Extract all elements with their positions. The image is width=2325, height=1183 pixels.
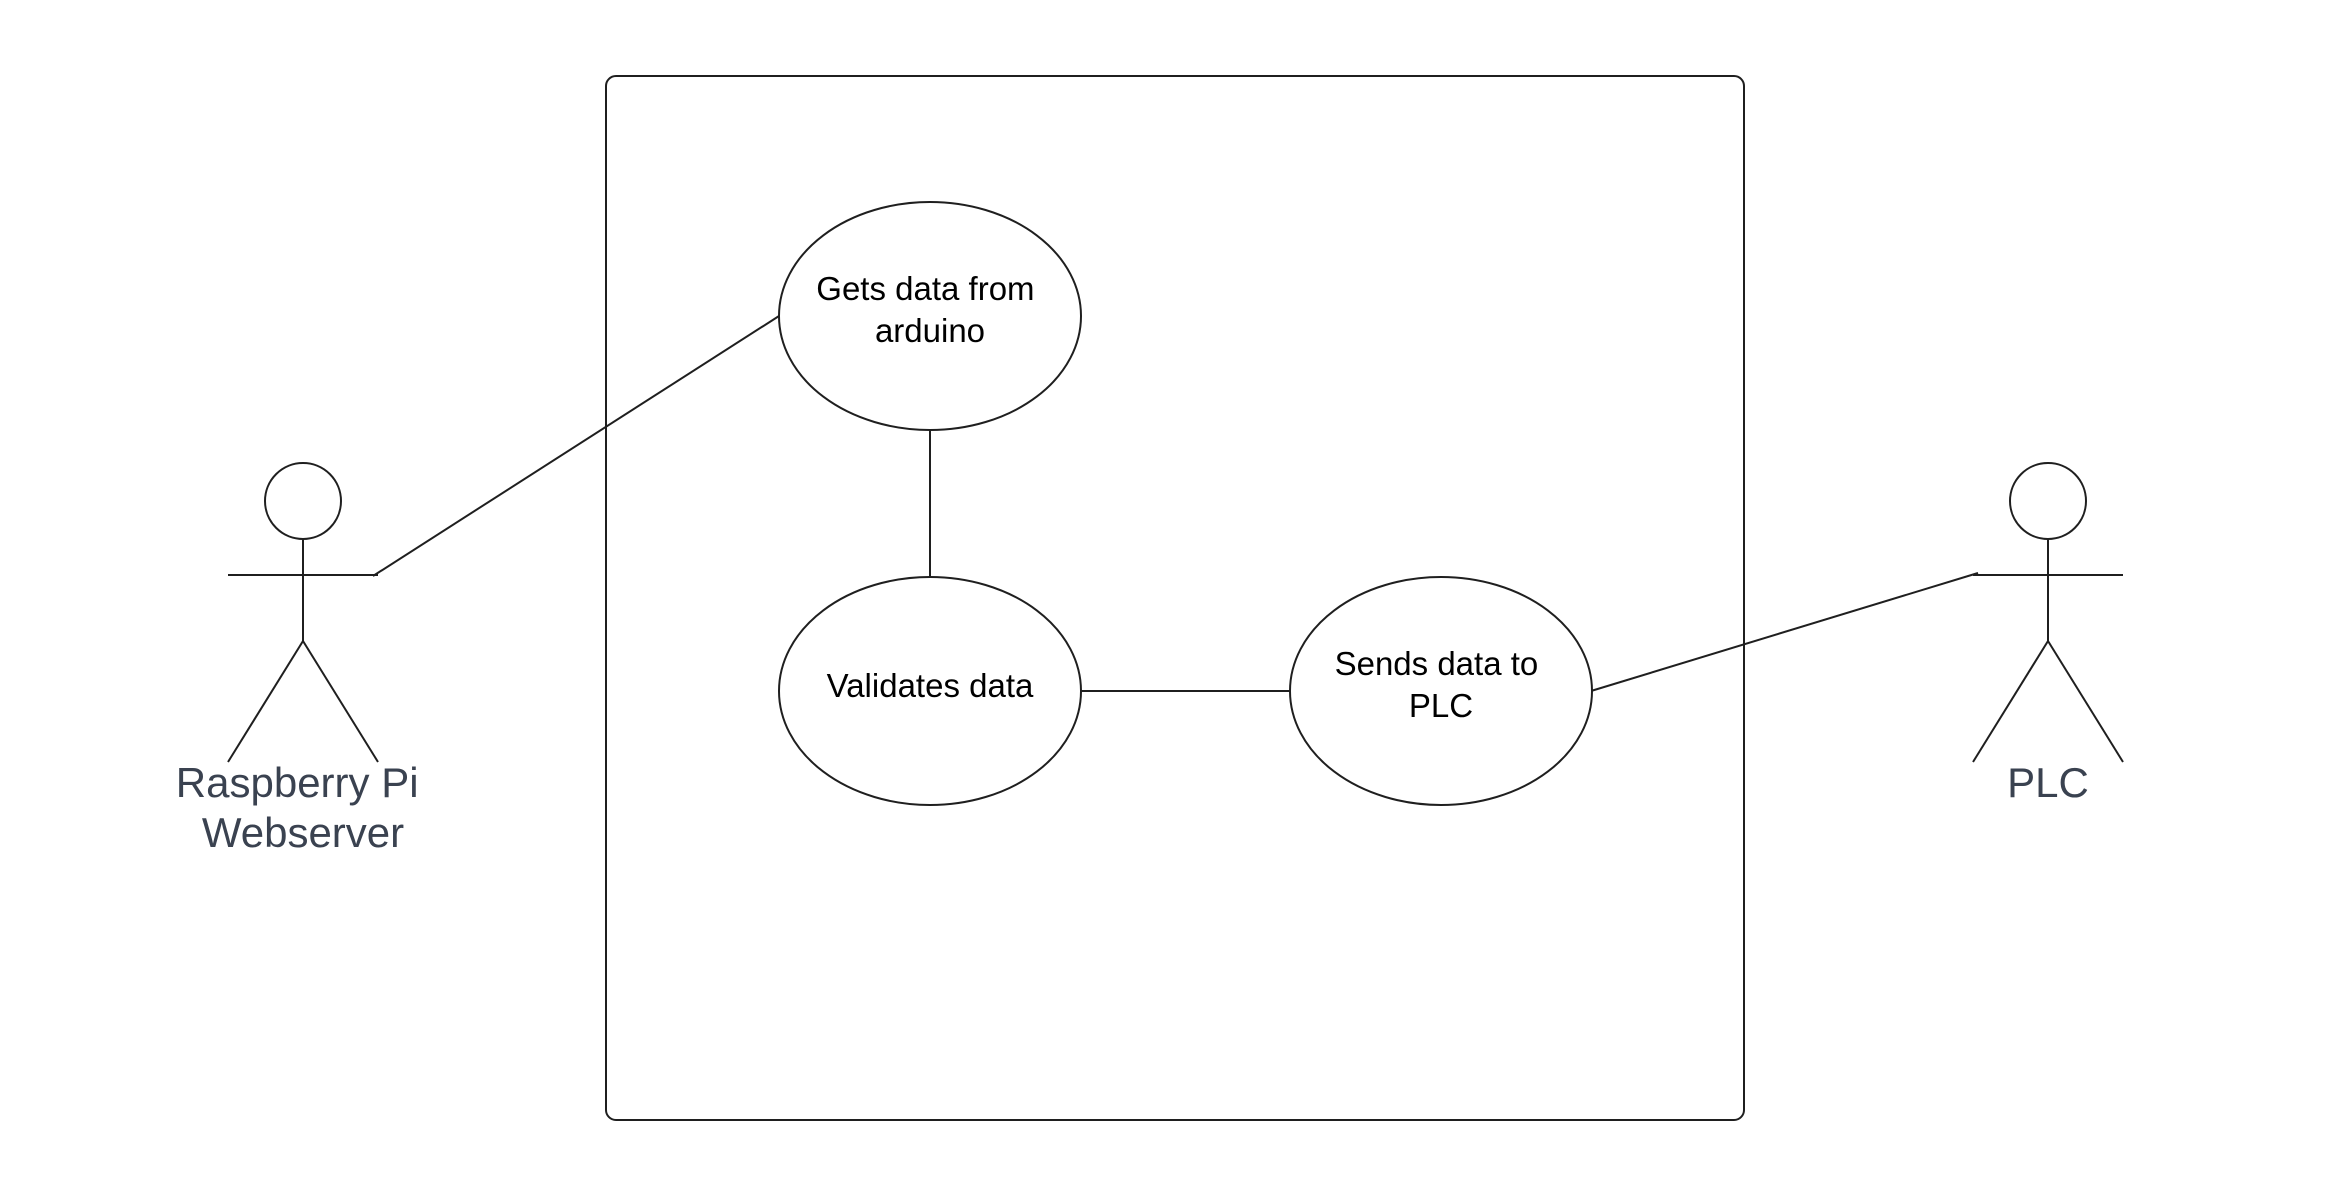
actor-plc-label: PLC — [2007, 759, 2089, 806]
use-case-send-plc-ellipse — [1289, 576, 1593, 806]
use-case-get-data-label: Gets data from arduino — [816, 270, 1043, 349]
association-send-plc-to-plc — [1590, 572, 1979, 692]
actor-right-leg — [302, 640, 379, 763]
association-raspberry-pi-to-get-data — [372, 315, 780, 577]
use-case-send-plc[interactable]: Sends data to PLC — [1289, 576, 1593, 806]
use-case-validate[interactable]: Validates data — [778, 576, 1082, 806]
actor-left-leg — [1972, 640, 2049, 763]
actor-head — [2009, 462, 2087, 540]
use-case-send-plc-label: Sends data to PLC — [1335, 645, 1548, 724]
actor-left-leg — [227, 640, 304, 763]
use-case-validate-ellipse — [778, 576, 1082, 806]
actor-raspberry-pi-webserver[interactable]: Raspberry Pi Webserver — [176, 462, 430, 856]
actor-head — [264, 462, 342, 540]
use-case-get-data[interactable]: Gets data from arduino — [778, 201, 1082, 431]
system-boundary — [605, 75, 1745, 1121]
use-case-get-data-ellipse — [778, 201, 1082, 431]
actor-raspberry-pi-webserver-label: Raspberry Pi Webserver — [176, 759, 430, 856]
actor-right-leg — [2047, 640, 2124, 763]
use-case-validate-label: Validates data — [827, 667, 1034, 704]
actor-plc[interactable]: PLC — [1972, 462, 2124, 806]
